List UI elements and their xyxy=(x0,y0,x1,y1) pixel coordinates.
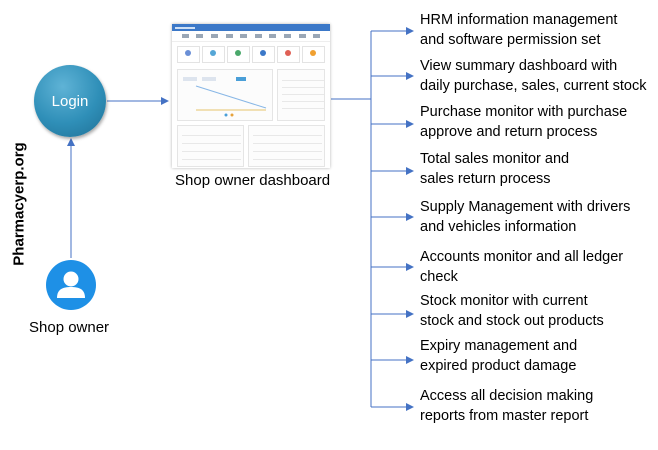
feature-line: Total sales monitor and xyxy=(420,151,570,167)
feature-line: Access all decision making xyxy=(420,388,594,404)
feature-line: sales return process xyxy=(420,171,551,187)
feature-line: HRM information management xyxy=(420,12,618,28)
login-node[interactable]: Login xyxy=(34,65,106,137)
feature-expiry-management: Expiry management and expired product da… xyxy=(420,336,577,376)
feature-line: Stock monitor with current xyxy=(420,293,588,309)
feature-line: and vehicles information xyxy=(420,219,577,235)
feature-line: daily purchase, sales, current stock xyxy=(420,78,647,94)
dashboard-thumbnail xyxy=(172,24,330,168)
user-icon xyxy=(57,271,85,298)
shop-owner-node xyxy=(46,260,96,310)
dashboard-caption: Shop owner dashboard xyxy=(175,172,331,189)
feature-hrm: HRM information management and software … xyxy=(420,10,617,50)
feature-line: Expiry management and xyxy=(420,338,578,354)
feature-accounts-monitor: Accounts monitor and all ledger check xyxy=(420,247,623,287)
feature-sales-monitor: Total sales monitor and sales return pro… xyxy=(420,149,569,189)
feature-line: Accounts monitor and all ledger xyxy=(420,249,624,265)
feature-line: View summary dashboard with xyxy=(420,58,618,74)
feature-line: Supply Management with drivers xyxy=(420,199,631,215)
feature-line: check xyxy=(420,269,458,285)
feature-line: approve and return process xyxy=(420,124,598,140)
feature-line: reports from master report xyxy=(420,408,589,424)
feature-stock-monitor: Stock monitor with current stock and sto… xyxy=(420,291,604,331)
shop-owner-label: Shop owner xyxy=(29,319,110,336)
site-label: Pharmacyerp.org xyxy=(10,142,28,266)
feature-master-reports: Access all decision making reports from … xyxy=(420,386,593,426)
feature-purchase-monitor: Purchase monitor with purchase approve a… xyxy=(420,102,627,142)
login-label: Login xyxy=(51,92,89,110)
feature-supply-management: Supply Management with drivers and vehic… xyxy=(420,197,630,237)
feature-line: Purchase monitor with purchase xyxy=(420,104,628,120)
feature-line: stock and stock out products xyxy=(420,313,604,329)
feature-summary-dashboard: View summary dashboard with daily purcha… xyxy=(420,56,646,96)
feature-line: and software permission set xyxy=(420,32,601,48)
feature-line: expired product damage xyxy=(420,358,577,374)
